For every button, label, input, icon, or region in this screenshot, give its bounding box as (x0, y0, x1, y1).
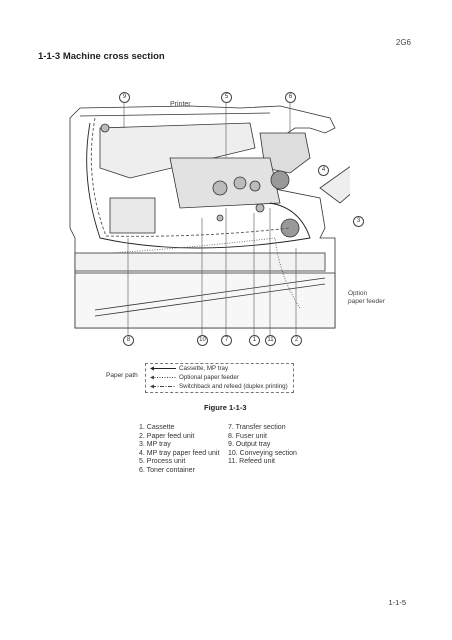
callout-7: 7 (221, 335, 232, 346)
legend-title: Paper path (106, 372, 138, 379)
option-paper-feeder-label: Option paper feeder (348, 290, 408, 306)
legend-item-optional-feeder: Optional paper feeder (150, 374, 239, 381)
callout-10: 10 (197, 335, 208, 346)
mp-tray-shape (319, 166, 350, 204)
cassette-shape (74, 252, 326, 272)
figure-caption: Figure 1-1-3 (204, 403, 247, 412)
part-item: 1. Cassette (139, 424, 175, 431)
dotted-arrow-icon (150, 375, 176, 380)
part-item: 2. Paper feed unit (139, 432, 195, 440)
callout-4: 4 (318, 165, 329, 176)
section-title: 1-1-3 Machine cross section (38, 51, 165, 62)
callout-9: 9 (119, 92, 130, 103)
part-item: 7. Transfer section (228, 424, 286, 431)
part-item: 3. MP tray (139, 441, 171, 449)
part-item: 6. Toner container (139, 466, 195, 474)
document-code: 2G6 (395, 38, 411, 47)
legend-label-switchback: Switchback and refeed (duplex printing) (179, 383, 288, 390)
part-item: 11. Refeed unit (228, 458, 275, 466)
callout-11: 11 (265, 335, 276, 346)
part-item: 9. Output tray (228, 441, 271, 449)
solid-arrow-icon (150, 366, 176, 371)
dash-dot-arrow-icon (150, 384, 176, 389)
callout-3: 3 (353, 216, 364, 227)
part-item: 8. Fuser unit (228, 432, 267, 440)
legend-item-cassette: Cassette, MP tray (150, 365, 228, 372)
callout-8: 8 (123, 335, 134, 346)
parts-list-left: 1. Cassette 2. Paper feed unit 3. MP tra… (139, 424, 219, 476)
parts-list-right: 7. Transfer section 8. Fuser unit 9. Out… (228, 424, 297, 467)
callout-5: 5 (221, 92, 232, 103)
callout-2: 2 (291, 335, 302, 346)
legend-item-switchback: Switchback and refeed (duplex printing) (150, 383, 288, 390)
legend-label-optional-feeder: Optional paper feeder (179, 374, 239, 381)
part-item: 10. Conveying section (228, 449, 297, 457)
callout-6: 6 (285, 92, 296, 103)
option-label-line1: Option (348, 290, 368, 297)
callout-1: 1 (249, 335, 260, 346)
legend-label-cassette: Cassette, MP tray (179, 365, 229, 372)
part-item: 4. MP tray paper feed unit (139, 449, 220, 457)
page-number: 1-1-5 (388, 598, 406, 607)
part-item: 5. Process unit (139, 458, 186, 466)
machine-cross-section-diagram (69, 97, 350, 338)
option-label-line2: paper feeder (348, 298, 385, 305)
paper-path-legend: Cassette, MP tray Optional paper feeder … (145, 363, 294, 393)
printer-label: Printer (170, 101, 191, 108)
